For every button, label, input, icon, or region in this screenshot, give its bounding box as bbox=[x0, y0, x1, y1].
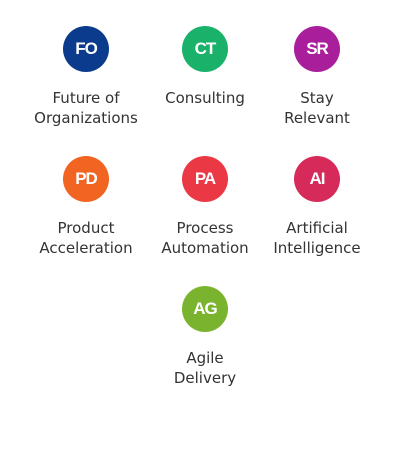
label-line-2: Relevant bbox=[284, 109, 350, 127]
tile-label: Consulting bbox=[165, 88, 245, 108]
label-line-1: Stay bbox=[300, 89, 334, 107]
tile-label: Product Acceleration bbox=[39, 218, 132, 258]
tile-artificial-intelligence[interactable]: AI Artificial Intelligence bbox=[252, 156, 382, 266]
tile-label: Future of Organizations bbox=[34, 88, 138, 128]
ag-icon: AG bbox=[182, 286, 228, 332]
tile-future-of-organizations[interactable]: FO Future of Organizations bbox=[21, 26, 151, 136]
ct-icon: CT bbox=[182, 26, 228, 72]
label-line-2: Delivery bbox=[173, 369, 237, 387]
ai-icon: AI bbox=[294, 156, 340, 202]
sr-icon: SR bbox=[294, 26, 340, 72]
tile-label: Process Automation bbox=[161, 218, 248, 258]
label-line-1: Product bbox=[57, 219, 115, 237]
fo-icon: FO bbox=[63, 26, 109, 72]
tile-label: Artificial Intelligence bbox=[273, 218, 360, 258]
label-line-1: Artificial bbox=[286, 219, 348, 237]
label-line-2: Acceleration bbox=[39, 239, 133, 257]
label-line-2: Intelligence bbox=[273, 239, 361, 257]
label-line-2: Automation bbox=[161, 239, 249, 257]
label-line-1: Agile bbox=[186, 349, 224, 367]
tile-product-acceleration[interactable]: PD Product Acceleration bbox=[21, 156, 151, 266]
tile-agile-delivery[interactable]: AG Agile Delivery bbox=[140, 286, 270, 396]
tile-consulting[interactable]: CT Consulting bbox=[140, 26, 270, 136]
tile-label: Agile Delivery bbox=[174, 348, 236, 388]
label-line-1: Process bbox=[176, 219, 234, 237]
tile-process-automation[interactable]: PA Process Automation bbox=[140, 156, 270, 266]
label-line-1: Future of bbox=[52, 89, 120, 107]
label-line-1: Consulting bbox=[165, 89, 245, 107]
label-line-2: Organizations bbox=[34, 109, 138, 127]
tile-label: Stay Relevant bbox=[284, 88, 350, 128]
pd-icon: PD bbox=[63, 156, 109, 202]
pa-icon: PA bbox=[182, 156, 228, 202]
tile-stay-relevant[interactable]: SR Stay Relevant bbox=[252, 26, 382, 136]
